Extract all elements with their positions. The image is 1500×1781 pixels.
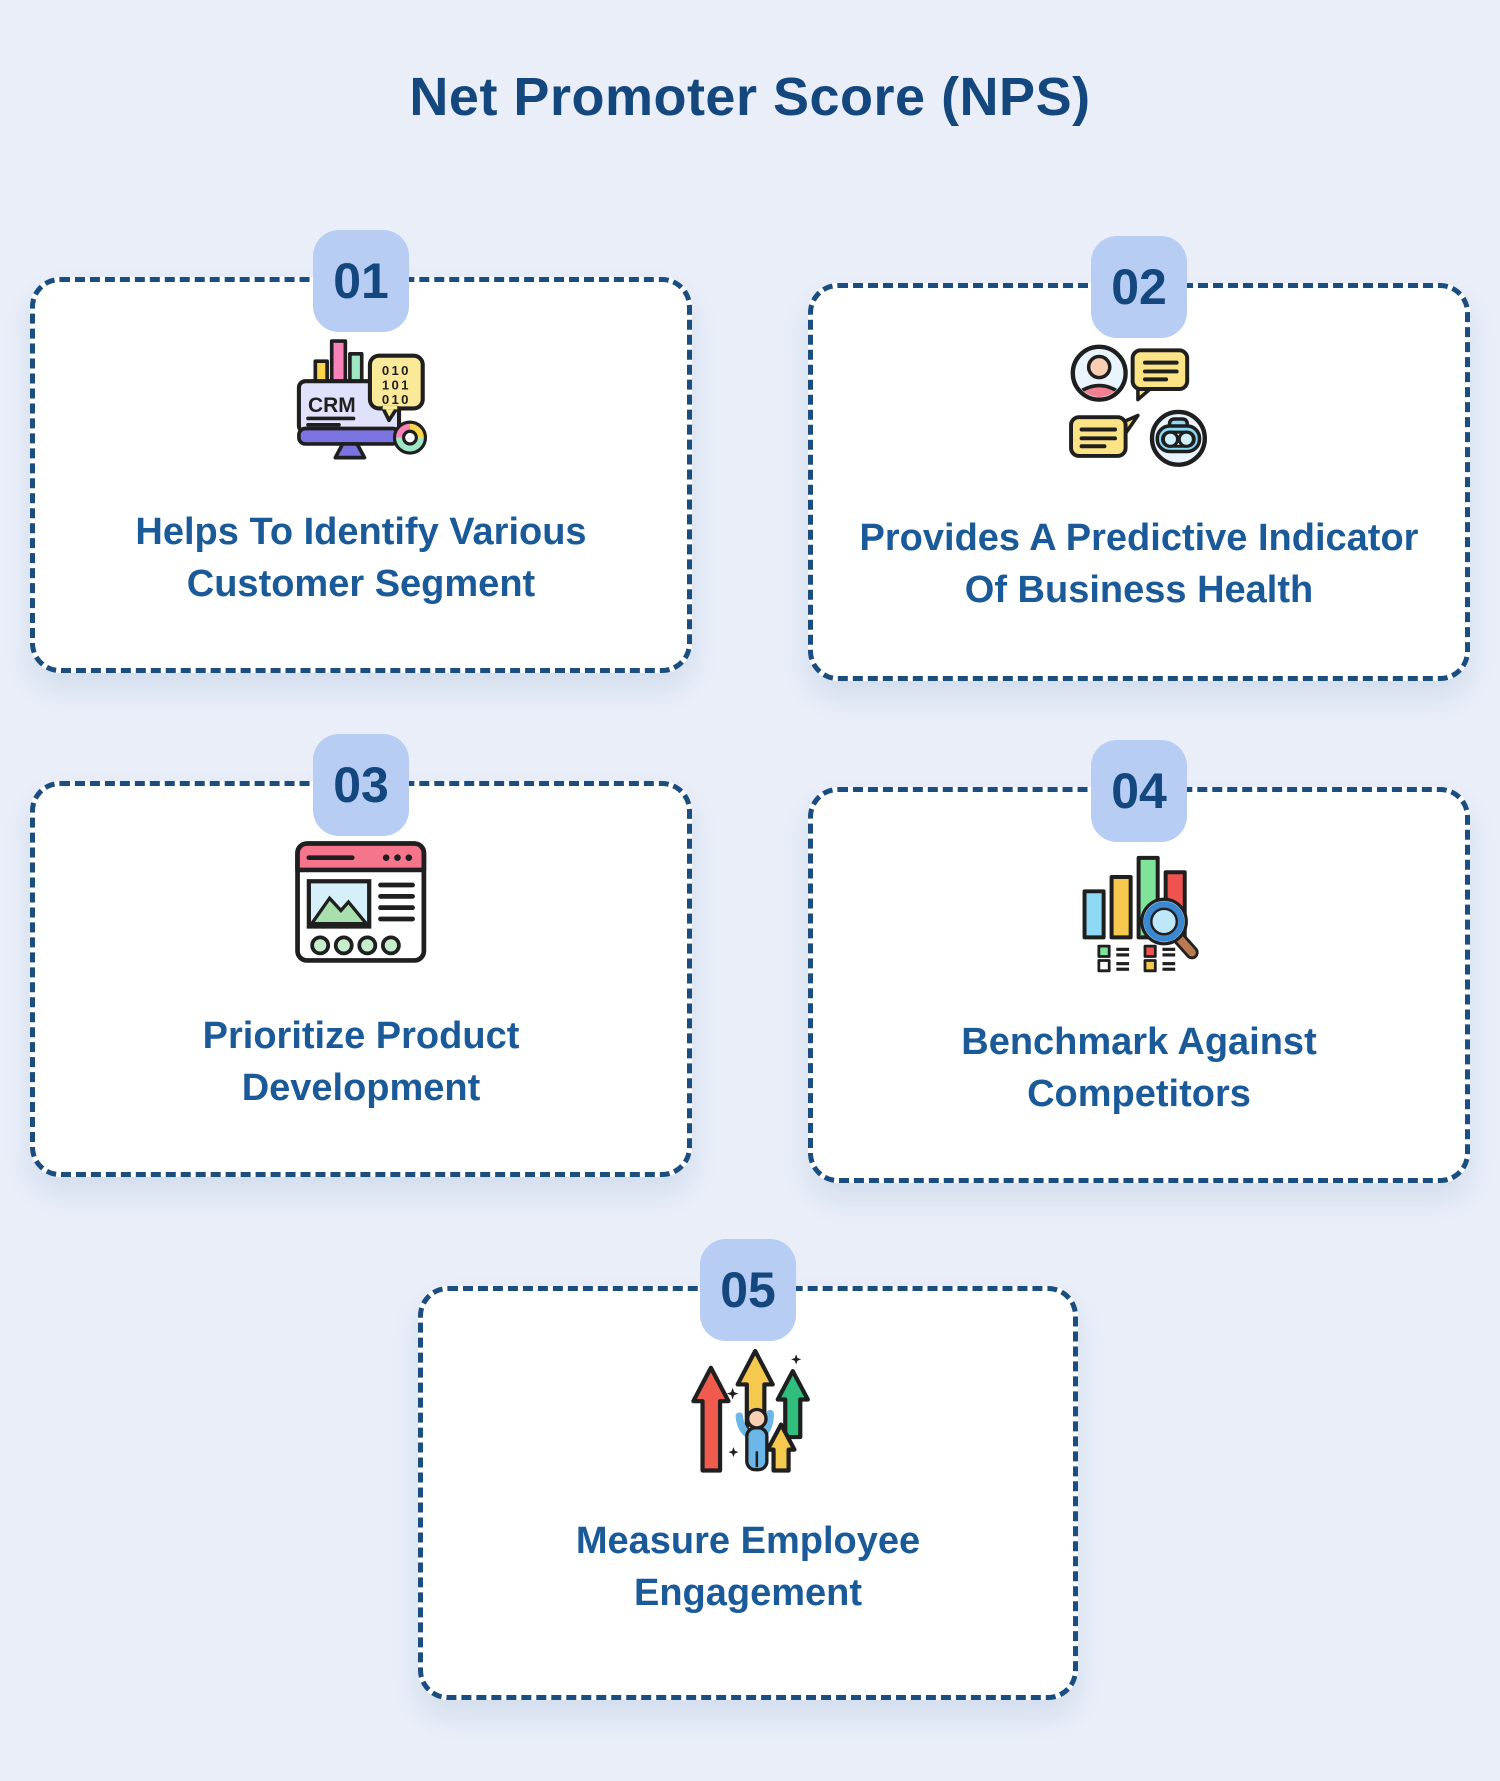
growth-arrows-person-icon-svg bbox=[691, 1348, 811, 1473]
donut-chart-icon bbox=[393, 420, 428, 455]
card-title: Provides A Predictive Indicator Of Busin… bbox=[859, 517, 1419, 611]
chat-bubble-icon bbox=[1130, 348, 1190, 402]
person-avatar-icon bbox=[1070, 344, 1129, 402]
person-icon bbox=[735, 1407, 775, 1472]
growth-arrows-person-icon bbox=[685, 1341, 811, 1473]
card-title: Prioritize Product Development bbox=[202, 1015, 520, 1109]
crm-monitor-icon: CRM 010 101 010 bbox=[288, 332, 434, 464]
magnifier-icon bbox=[1140, 897, 1200, 960]
customer-chat-robot-icon bbox=[1064, 338, 1214, 470]
card-number-badge: 01 bbox=[313, 230, 409, 332]
card-employee-engagement: 05 bbox=[418, 1239, 1078, 1700]
card-number-badge: 02 bbox=[1091, 236, 1187, 338]
svg-text:CRM: CRM bbox=[308, 394, 356, 417]
card-benchmark-competitors: 04 bbox=[808, 740, 1470, 1183]
page-title: Net Promoter Score (NPS) bbox=[409, 67, 1091, 127]
card-title: Benchmark Against Competitors bbox=[961, 1021, 1317, 1115]
card-number-badge: 04 bbox=[1091, 740, 1187, 842]
benchmark-chart-magnifier-icon bbox=[1075, 842, 1202, 974]
svg-text:010: 010 bbox=[382, 363, 411, 378]
card-number-badge: 05 bbox=[700, 1239, 796, 1341]
svg-text:101: 101 bbox=[382, 377, 411, 392]
robot-icon bbox=[1149, 409, 1208, 467]
svg-text:010: 010 bbox=[382, 392, 411, 407]
chat-bubble-icon-2 bbox=[1069, 413, 1140, 458]
card-identify-customer-segment: 01 CRM 010 bbox=[30, 230, 692, 673]
card-title: Measure Employee Engagement bbox=[575, 1520, 921, 1614]
legend-marks bbox=[1097, 944, 1176, 973]
card-predictive-indicator: 02 bbox=[808, 236, 1470, 681]
card-prioritize-product: 03 bbox=[30, 734, 692, 1177]
benchmark-chart-magnifier-icon-svg bbox=[1082, 855, 1200, 973]
crm-monitor-icon-svg: CRM 010 101 010 bbox=[297, 339, 428, 460]
card-title: Helps To Identify Various Customer Segme… bbox=[135, 511, 587, 605]
sparkle-icons bbox=[727, 1354, 802, 1458]
product-webpage-icon-svg bbox=[295, 841, 427, 963]
customer-chat-robot-icon-svg bbox=[1069, 344, 1208, 467]
card-number-badge: 03 bbox=[313, 734, 409, 836]
product-webpage-icon bbox=[290, 836, 431, 968]
